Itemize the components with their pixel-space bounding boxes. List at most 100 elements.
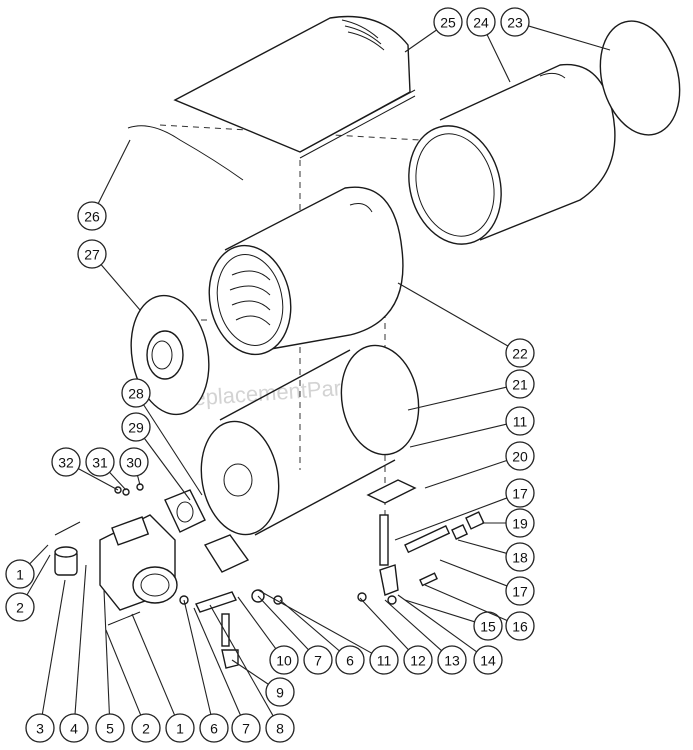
callout-bubble xyxy=(121,378,151,408)
callout-bubble xyxy=(473,645,503,675)
callout-11: 11 xyxy=(257,589,399,675)
callout-bubble xyxy=(77,239,107,269)
callout-12: 12 xyxy=(359,597,433,675)
wire-lead xyxy=(127,125,244,181)
callout-bubble xyxy=(433,7,463,37)
callout-18: 18 xyxy=(457,539,535,572)
callout-bubble xyxy=(5,559,35,589)
top-shroud-panel xyxy=(173,15,416,159)
callout-leader xyxy=(29,544,49,565)
callout-leader xyxy=(231,659,269,685)
callout-number: 8 xyxy=(276,721,284,737)
callout-bubble xyxy=(505,406,535,436)
callout-leader xyxy=(193,607,241,716)
callout-number: 26 xyxy=(84,209,100,225)
callout-number: 1 xyxy=(16,567,24,583)
callout-bubble xyxy=(437,645,467,675)
callout-7: 7 xyxy=(257,595,333,675)
callout-number: 30 xyxy=(126,455,142,471)
callout-bubble xyxy=(231,713,261,743)
callout-30: 30 xyxy=(119,447,149,486)
callout-number: 18 xyxy=(512,550,528,566)
callout-number: 29 xyxy=(128,420,144,436)
callout-20: 20 xyxy=(424,441,535,489)
callout-bubble xyxy=(199,713,229,743)
burner-blower-assembly xyxy=(54,514,178,626)
end-cap-disc xyxy=(599,20,681,136)
callout-leader xyxy=(404,599,475,623)
nozzle-line xyxy=(179,589,283,669)
callout-leader xyxy=(404,29,437,53)
callout-2: 2 xyxy=(105,629,161,743)
mount-screws xyxy=(114,483,144,496)
callout-23: 23 xyxy=(500,7,611,51)
callout-bubble xyxy=(121,412,151,442)
callout-leader xyxy=(424,459,507,489)
callout-15: 15 xyxy=(404,599,503,641)
callout-number: 15 xyxy=(480,619,496,635)
valve-tee xyxy=(357,564,399,605)
callout-10: 10 xyxy=(237,596,299,675)
callout-number: 1 xyxy=(176,721,184,737)
callout-26: 26 xyxy=(77,139,131,231)
callout-27: 27 xyxy=(77,239,141,311)
flange-plate xyxy=(203,534,250,573)
callout-16: 16 xyxy=(424,584,535,641)
callout-bubble xyxy=(500,7,530,37)
callout-bubble xyxy=(466,7,496,37)
callout-number: 11 xyxy=(377,653,392,669)
callout-number: 27 xyxy=(84,247,100,263)
callout-bubble xyxy=(505,576,535,606)
callout-bubble xyxy=(303,645,333,675)
callout-number: 2 xyxy=(16,600,24,616)
callout-17: 17 xyxy=(439,559,535,606)
callout-bubble xyxy=(505,369,535,399)
combustion-chamber-frame xyxy=(200,344,420,536)
callout-29: 29 xyxy=(121,412,191,501)
callout-leader xyxy=(74,564,87,715)
callout-number: 6 xyxy=(210,721,218,737)
callout-22: 22 xyxy=(397,282,535,368)
callout-number: 28 xyxy=(128,386,144,402)
callout-leader xyxy=(143,404,203,496)
callout-leader xyxy=(457,539,507,554)
callout-leader xyxy=(100,264,141,311)
callout-leader xyxy=(103,589,110,715)
callout-leader xyxy=(131,613,176,716)
callout-leader xyxy=(26,554,51,596)
callout-3: 3 xyxy=(25,579,66,743)
callout-bubble xyxy=(505,508,535,538)
callout-number: 11 xyxy=(513,414,528,430)
callout-7: 7 xyxy=(193,607,261,743)
callout-bubble xyxy=(59,713,89,743)
callout-bubble xyxy=(269,645,299,675)
callout-bubble xyxy=(165,713,195,743)
callout-bubble xyxy=(505,338,535,368)
callout-leader xyxy=(97,139,131,204)
callout-number: 19 xyxy=(512,516,528,532)
callout-leader xyxy=(41,579,66,715)
callout-bubble xyxy=(505,441,535,471)
callout-leader xyxy=(279,599,340,652)
callout-5: 5 xyxy=(95,589,125,743)
callout-9: 9 xyxy=(231,659,295,707)
callout-31: 31 xyxy=(85,447,127,491)
callout-leader xyxy=(257,589,373,654)
callout-bubble xyxy=(265,677,295,707)
callout-6: 6 xyxy=(183,599,229,743)
callout-bubble xyxy=(85,447,115,477)
callout-leader xyxy=(439,559,508,587)
callout-leader xyxy=(359,597,409,651)
fuel-fitting-group xyxy=(379,511,485,587)
callout-leader xyxy=(137,475,141,486)
callout-bubble xyxy=(505,478,535,508)
callout-number: 6 xyxy=(346,653,354,669)
callout-8: 8 xyxy=(209,604,295,743)
callout-leader xyxy=(109,471,127,491)
callout-leader xyxy=(237,596,277,650)
callout-1: 1 xyxy=(131,613,195,743)
callout-leader xyxy=(397,594,477,653)
callout-19: 19 xyxy=(482,508,535,538)
